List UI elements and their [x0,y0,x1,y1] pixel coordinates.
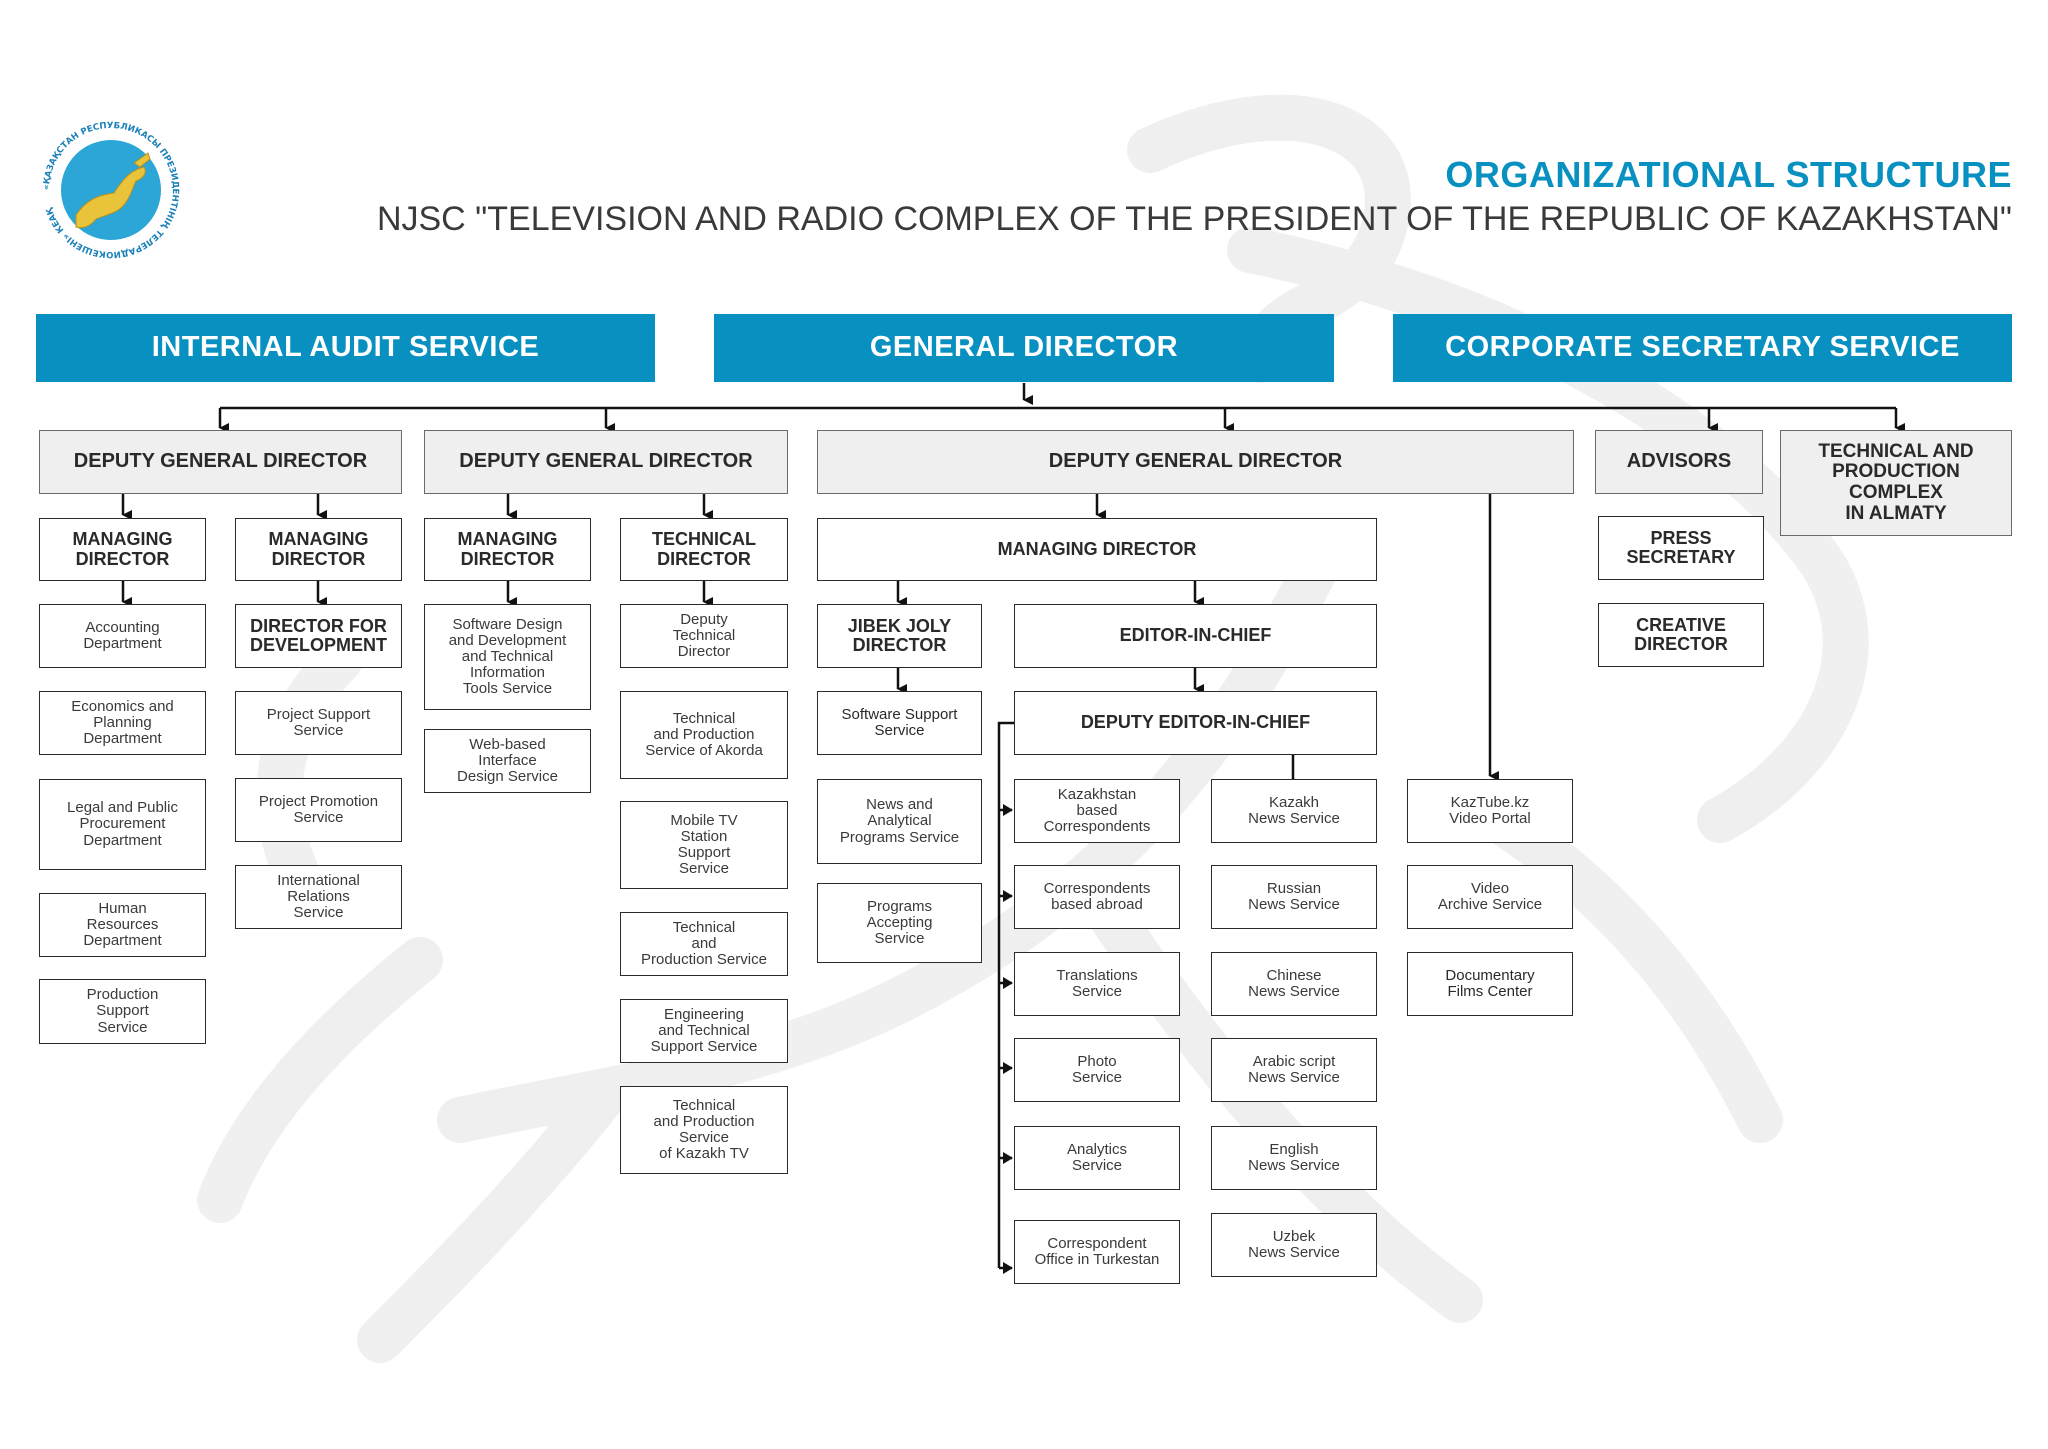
engineering-technical-support-service[interactable]: Engineering and Technical Support Servic… [620,999,788,1063]
project-support-service[interactable]: Project Support Service [235,691,402,755]
correspondent-office-turkestan[interactable]: Correspondent Office in Turkestan [1014,1220,1180,1284]
web-interface-design-service[interactable]: Web-based Interface Design Service [424,729,591,793]
page-subtitle: NJSC "TELEVISION AND RADIO COMPLEX OF TH… [376,200,2012,238]
deputy-general-director-1[interactable]: DEPUTY GENERAL DIRECTOR [39,430,402,494]
mobile-tv-station-support-service[interactable]: Mobile TV Station Support Service [620,801,788,889]
human-resources-department[interactable]: Human Resources Department [39,893,206,957]
kazakhstan-correspondents[interactable]: Kazakhstan based Correspondents [1014,779,1180,843]
advisors[interactable]: ADVISORS [1595,430,1763,494]
kaztube-video-portal[interactable]: KazTube.kz Video Portal [1407,779,1573,843]
international-relations-service[interactable]: International Relations Service [235,865,402,929]
corporate-secretary-service[interactable]: CORPORATE SECRETARY SERVICE [1393,314,2012,382]
production-support-service[interactable]: Production Support Service [39,979,206,1044]
technical-production-service[interactable]: Technical and Production Service [620,912,788,976]
correspondents-abroad[interactable]: Correspondents based abroad [1014,865,1180,929]
technical-production-service-akorda[interactable]: Technical and Production Service of Akor… [620,691,788,779]
deputy-editor-in-chief[interactable]: DEPUTY EDITOR-IN-CHIEF [1014,691,1377,755]
managing-director-1a[interactable]: MANAGING DIRECTOR [39,518,206,581]
project-promotion-service[interactable]: Project Promotion Service [235,778,402,842]
page-title: ORGANIZATIONAL STRUCTURE [1445,154,2012,195]
technical-director[interactable]: TECHNICAL DIRECTOR [620,518,788,581]
director-for-development[interactable]: DIRECTOR FOR DEVELOPMENT [235,604,402,668]
seal-logo-icon: «ҚАЗАҚСТАН РЕСПУБЛИКАСЫ ПРЕЗИДЕНТІНІҢ ТЕ… [38,117,184,263]
accounting-department[interactable]: Accounting Department [39,604,206,668]
creative-director[interactable]: CREATIVE DIRECTOR [1598,603,1764,667]
translations-service[interactable]: Translations Service [1014,952,1180,1016]
jibek-joly-director[interactable]: JIBEK JOLY DIRECTOR [817,604,982,668]
analytics-service[interactable]: Analytics Service [1014,1126,1180,1190]
english-news-service[interactable]: English News Service [1211,1126,1377,1190]
software-support-service[interactable]: Software Support Service [817,691,982,755]
video-archive-service[interactable]: Video Archive Service [1407,865,1573,929]
technical-production-service-kazakh-tv[interactable]: Technical and Production Service of Kaza… [620,1086,788,1174]
press-secretary[interactable]: PRESS SECRETARY [1598,516,1764,580]
uzbek-news-service[interactable]: Uzbek News Service [1211,1213,1377,1277]
managing-director-3[interactable]: MANAGING DIRECTOR [817,518,1377,581]
deputy-technical-director[interactable]: Deputy Technical Director [620,604,788,668]
general-director[interactable]: GENERAL DIRECTOR [714,314,1334,382]
managing-director-2[interactable]: MANAGING DIRECTOR [424,518,591,581]
arabic-script-news-service[interactable]: Arabic script News Service [1211,1038,1377,1102]
editor-in-chief[interactable]: EDITOR-IN-CHIEF [1014,604,1377,668]
news-analytical-programs-service[interactable]: News and Analytical Programs Service [817,779,982,864]
software-design-development-service[interactable]: Software Design and Development and Tech… [424,604,591,710]
technical-production-complex-almaty[interactable]: TECHNICAL AND PRODUCTION COMPLEX IN ALMA… [1780,430,2012,536]
russian-news-service[interactable]: Russian News Service [1211,865,1377,929]
managing-director-1b[interactable]: MANAGING DIRECTOR [235,518,402,581]
deputy-general-director-3[interactable]: DEPUTY GENERAL DIRECTOR [817,430,1574,494]
deputy-general-director-2[interactable]: DEPUTY GENERAL DIRECTOR [424,430,788,494]
documentary-films-center[interactable]: Documentary Films Center [1407,952,1573,1016]
kazakh-news-service[interactable]: Kazakh News Service [1211,779,1377,843]
chinese-news-service[interactable]: Chinese News Service [1211,952,1377,1016]
photo-service[interactable]: Photo Service [1014,1038,1180,1102]
internal-audit-service[interactable]: INTERNAL AUDIT SERVICE [36,314,655,382]
programs-accepting-service[interactable]: Programs Accepting Service [817,883,982,963]
economics-planning-department[interactable]: Economics and Planning Department [39,691,206,755]
legal-procurement-department[interactable]: Legal and Public Procurement Department [39,779,206,870]
